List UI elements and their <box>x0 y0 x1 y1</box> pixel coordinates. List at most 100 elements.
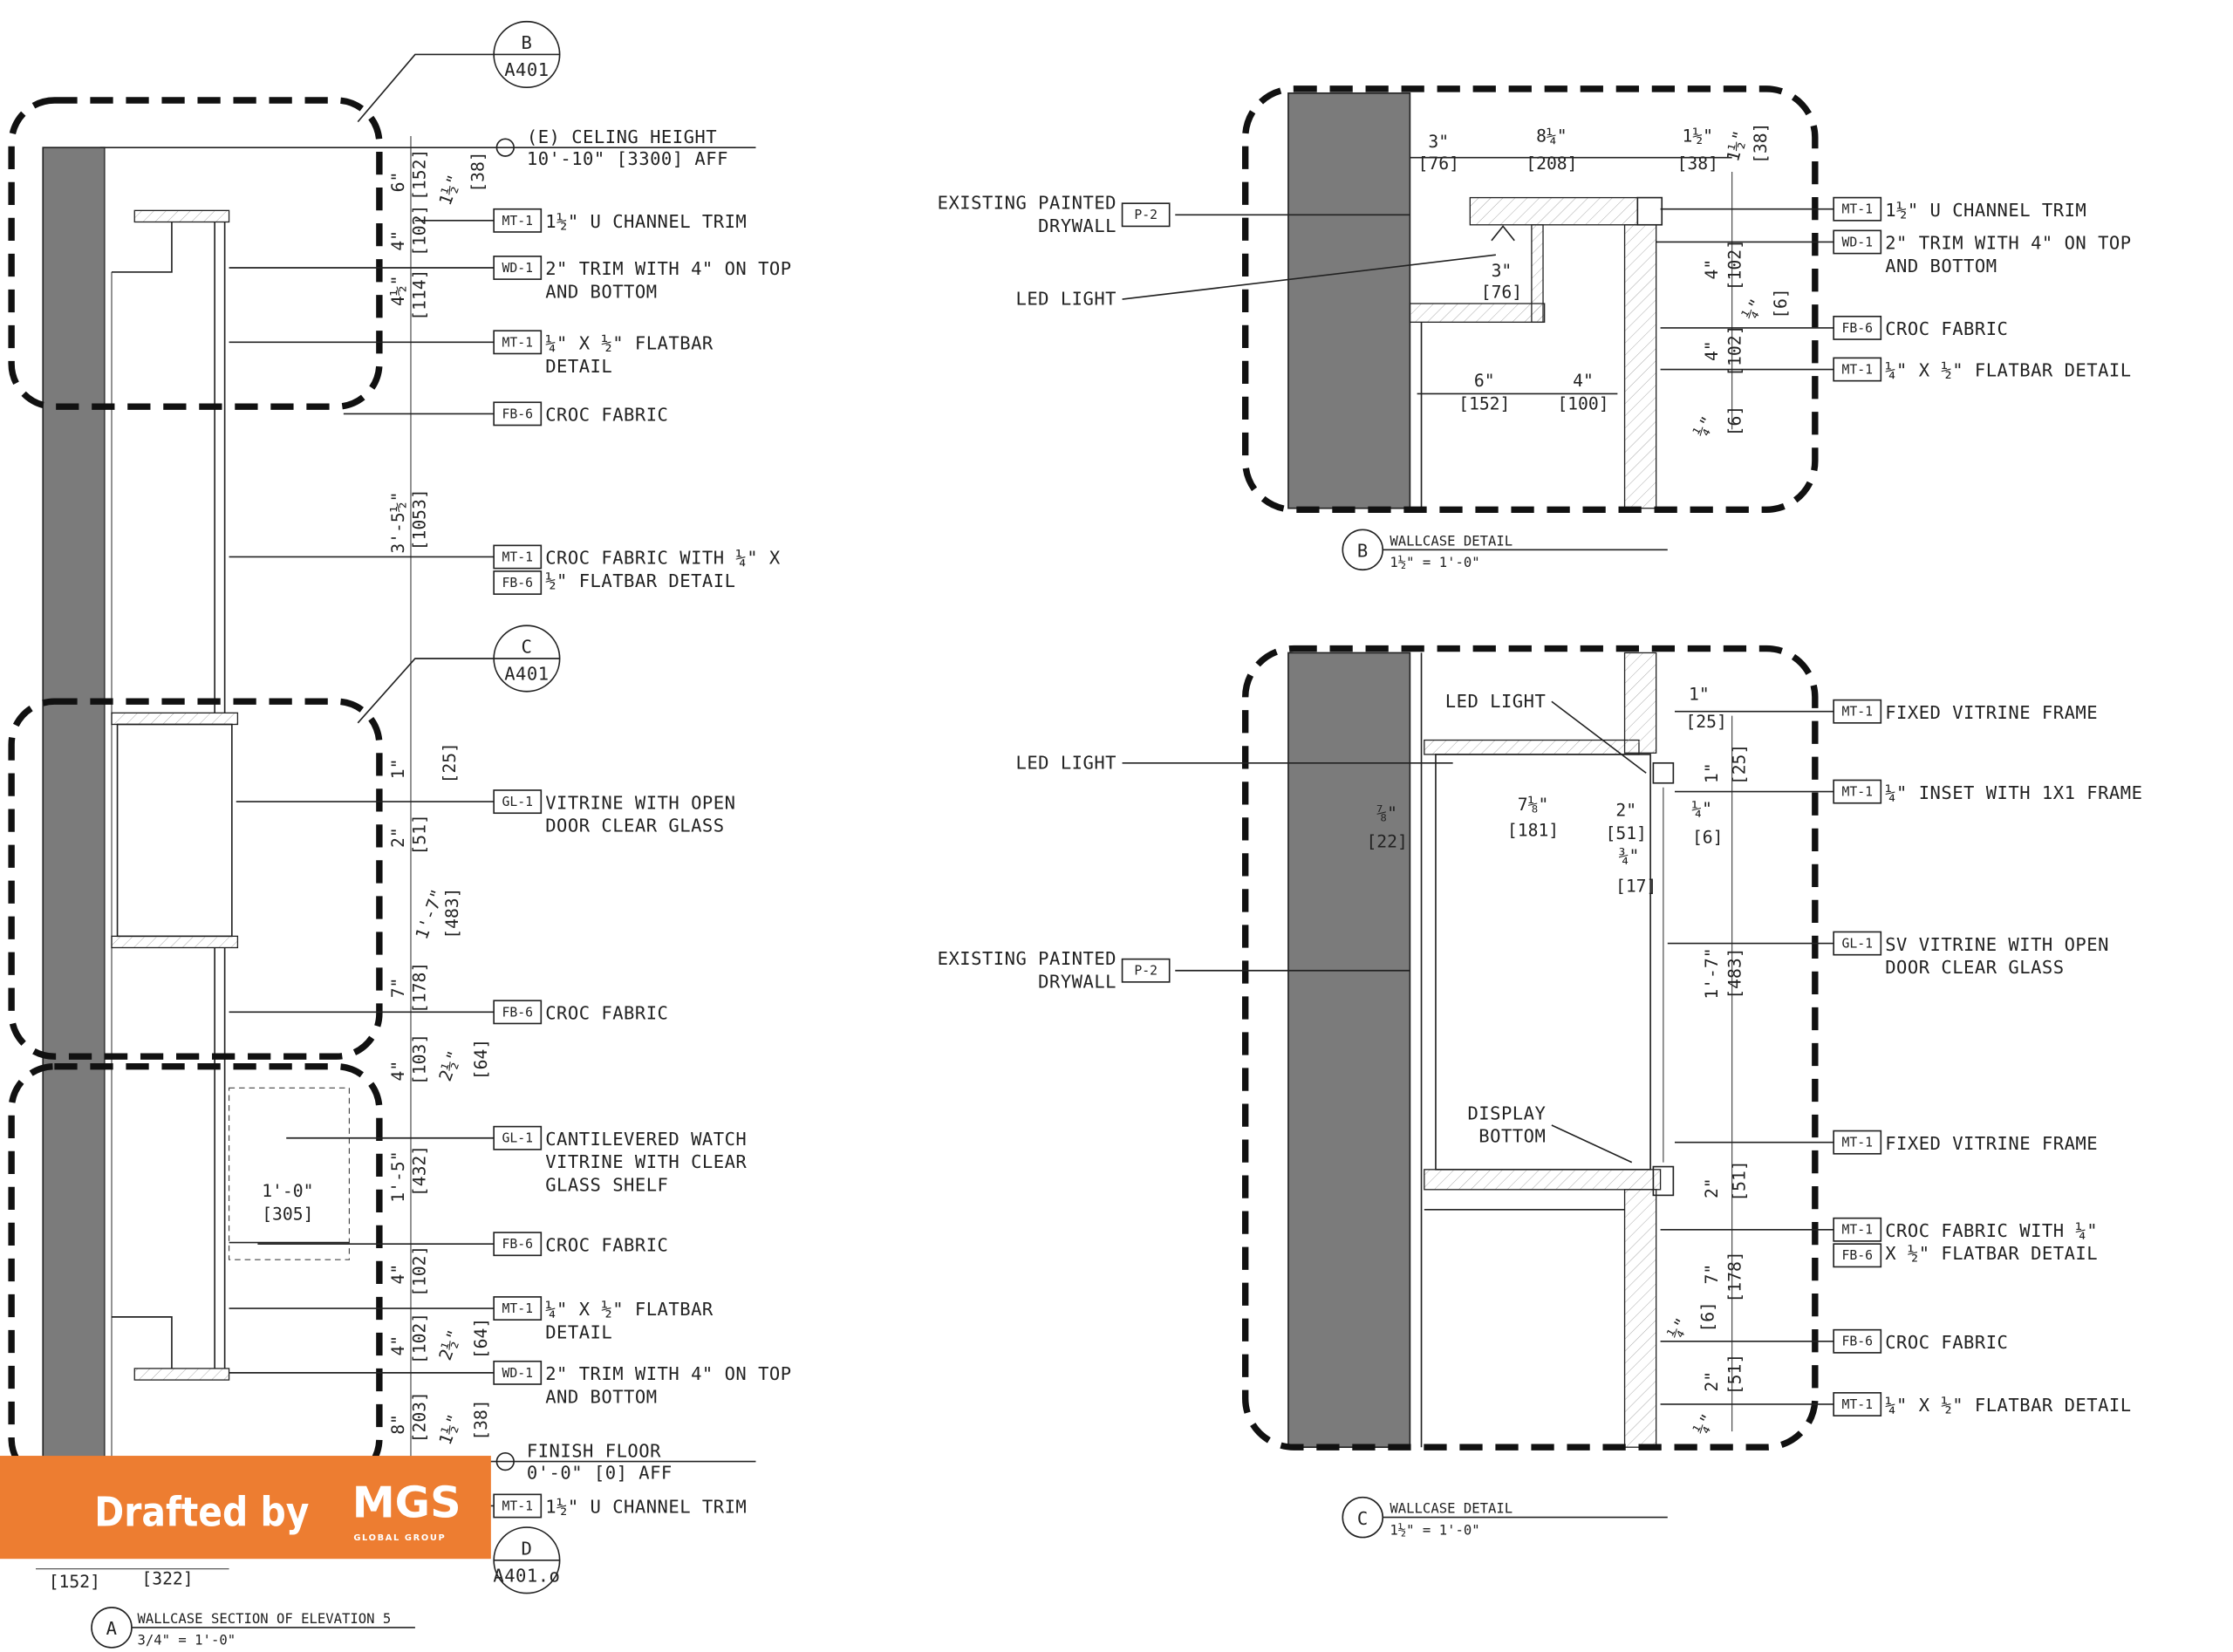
material-tag-box <box>1121 202 1171 228</box>
dimension-text: 1½" <box>1723 128 1750 163</box>
material-tag: MT-1 <box>1841 785 1873 800</box>
section-ref-c[interactable]: C A401 <box>357 625 561 724</box>
callout-text: 2" TRIM WITH 4" ON TOP <box>545 1363 791 1384</box>
material-tag: MT-1 <box>1841 1397 1873 1412</box>
title-c-letter: C <box>1357 1508 1369 1529</box>
section-ref-d[interactable]: D A401.o <box>493 1526 561 1594</box>
dimension-text: [51] <box>1729 1160 1749 1201</box>
material-tag: WD-1 <box>502 1366 533 1381</box>
callout-text: CROC FABRIC <box>1885 318 2008 339</box>
detail-c-dimensions: 1"[25]1"[25]⅞"[22]7⅛"[181]2"[51]¾"[17]¼"… <box>1366 685 1749 1438</box>
callout-text: CROC FABRIC <box>1885 1332 2008 1353</box>
floor-height: 0'-0" [0] AFF <box>527 1462 673 1483</box>
callout: MT-1 ¼" INSET WITH 1X1 FRAME <box>1675 779 2142 804</box>
callout-text: 2" TRIM WITH 4" ON TOP <box>1885 233 2131 254</box>
label-text: DRYWALL <box>1038 215 1116 236</box>
ref-c-letter: C <box>521 636 532 657</box>
dimension-text: ¼" <box>1664 1314 1692 1342</box>
callout-text: X ½" FLATBAR DETAIL <box>1885 1243 2098 1264</box>
material-tag: MT-1 <box>1841 1136 1873 1150</box>
dimension-text: ¼" <box>1739 296 1767 324</box>
dimension-text: [6] <box>1692 828 1724 848</box>
callout: MT-1 ¼" X ½" FLATBAR DETAIL <box>1660 1392 2131 1416</box>
detail-c-boundary <box>8 698 383 1060</box>
material-tag-box <box>493 570 543 595</box>
mgs-logo-sub: GLOBAL GROUP <box>353 1533 446 1543</box>
material-tag: MT-1 <box>502 335 533 350</box>
dimension-text: [152] <box>1458 393 1510 413</box>
title-c-scale: 1½" = 1'-0" <box>1390 1522 1479 1538</box>
left-label: LED LIGHT <box>1015 752 1453 773</box>
title-b-scale: 1½" = 1'-0" <box>1390 555 1479 570</box>
ref-d-sheet: A401.o <box>493 1565 560 1586</box>
dimension-text: [103] <box>409 1034 429 1085</box>
detail-b-dimensions: 3"[76]8¼"[208]1½"[38]1½"[38]3"[76]6"[152… <box>1418 123 1791 441</box>
dimension-text: [208] <box>1526 154 1577 174</box>
title-b-letter: B <box>1357 540 1369 561</box>
title-a-scale: 3/4" = 1'-0" <box>138 1633 236 1649</box>
floor-level-marker <box>495 1451 515 1471</box>
dimension-text: [38] <box>1677 154 1718 174</box>
material-tag: MT-1 <box>502 1301 533 1316</box>
material-tag: GL-1 <box>1841 936 1873 951</box>
dimension-text: 7⅛" <box>1518 795 1549 815</box>
material-tag-box <box>1833 699 1882 724</box>
left-label: LED LIGHT <box>1015 254 1496 310</box>
material-tag-box <box>493 208 543 233</box>
leader-line <box>1122 254 1496 300</box>
dimension-text: [38] <box>468 151 488 192</box>
dimension-text: [6] <box>1771 288 1791 319</box>
left-label: LED LIGHT <box>1445 691 1647 774</box>
material-tag: MT-1 <box>1841 1223 1873 1238</box>
material-tag: FB-6 <box>1841 321 1873 336</box>
material-tag: WD-1 <box>1841 235 1873 249</box>
material-tag-box <box>493 1493 543 1519</box>
title-block-b: B WALLCASE DETAIL 1½" = 1'-0" <box>1342 529 1668 571</box>
dimension-text: 7" <box>1702 1264 1722 1285</box>
callout-text: ¼" X ½" FLATBAR DETAIL <box>1885 1395 2131 1416</box>
dimension-text: [203] <box>409 1391 429 1443</box>
dimension-text: [152] <box>409 149 429 201</box>
dimension-text: [322] <box>141 1569 193 1589</box>
dimension-text: [38] <box>1751 123 1771 164</box>
dimension-text: 8¼" <box>1536 126 1567 147</box>
material-tag-box <box>1833 1130 1882 1155</box>
material-tag-box <box>1833 1392 1882 1416</box>
material-tag: FB-6 <box>502 576 533 590</box>
leader-line <box>1551 700 1647 774</box>
material-tag-box <box>493 544 543 570</box>
watermark-prefix: Drafted by <box>94 1488 309 1535</box>
dimension-text: 2" <box>1702 1178 1722 1198</box>
dimension-text: [6] <box>1724 406 1745 437</box>
callout-text: DETAIL <box>545 1321 612 1342</box>
section-ref-b[interactable]: B A401 <box>357 20 561 123</box>
dimension-text: 1'-0" <box>262 1181 313 1201</box>
dimension-text: 4" <box>388 1335 408 1356</box>
material-tag: GL-1 <box>502 1131 533 1146</box>
callout-text: AND BOTTOM <box>1885 256 1997 276</box>
title-block-a: A WALLCASE SECTION OF ELEVATION 5 3/4" =… <box>91 1607 415 1649</box>
callout-text: ¼" INSET WITH 1X1 FRAME <box>1885 782 2142 803</box>
callout-text: VITRINE WITH CLEAR <box>545 1151 747 1172</box>
dimension-text: [178] <box>1724 1251 1745 1302</box>
dimension-text: [6] <box>1697 1301 1717 1333</box>
detail-d-boundary <box>8 1063 383 1485</box>
dimension-text: [25] <box>440 742 460 783</box>
material-tag-box <box>493 401 543 427</box>
dimension-text: [22] <box>1366 832 1407 852</box>
callout-text: 1½" U CHANNEL TRIM <box>545 211 747 232</box>
